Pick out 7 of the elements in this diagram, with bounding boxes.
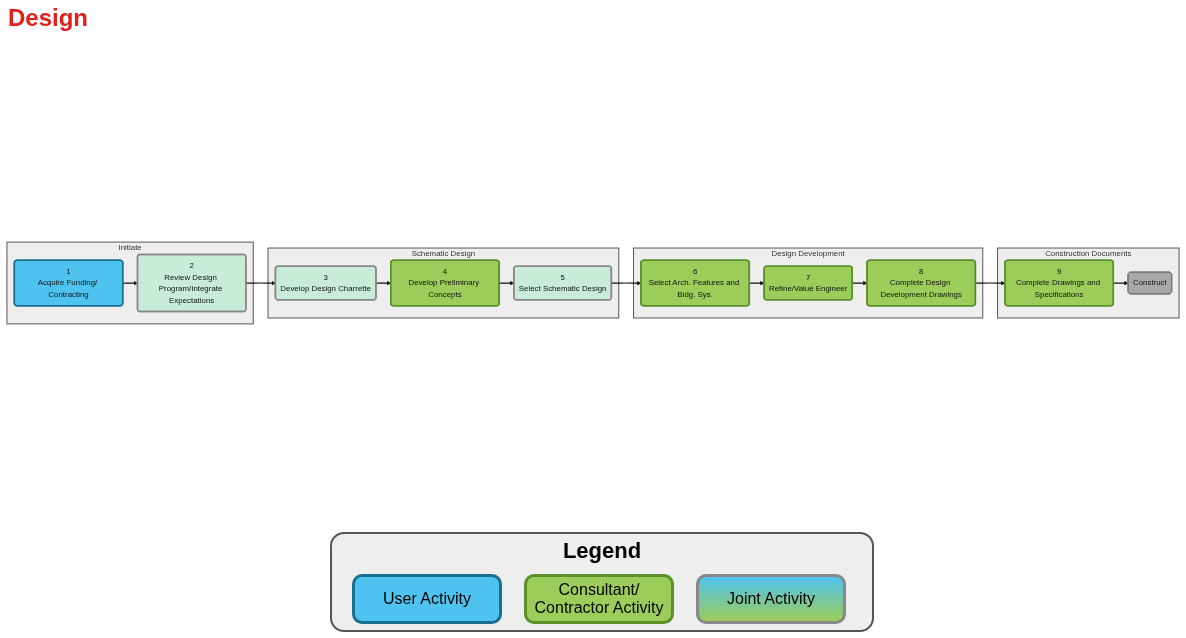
legend-swatch: Joint Activity: [696, 574, 846, 624]
legend-swatch: User Activity: [352, 574, 502, 624]
arrow: [122, 280, 138, 286]
diagram-title: Design: [8, 4, 88, 32]
arrow: [245, 280, 276, 286]
legend-title: Legend: [561, 538, 643, 564]
legend-swatch: Consultant/ Contractor Activity: [524, 574, 674, 624]
